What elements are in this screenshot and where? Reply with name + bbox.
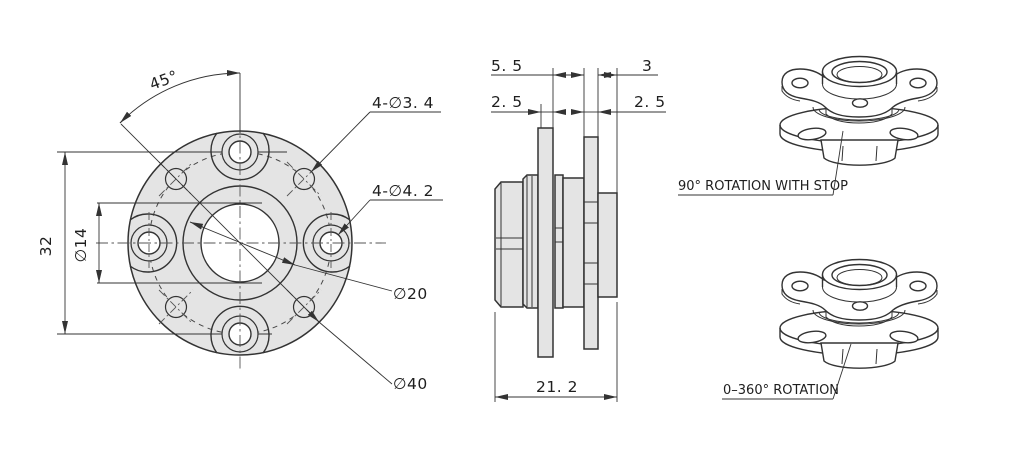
dim-3: 3	[642, 57, 652, 75]
angle-arc	[119, 72, 241, 124]
large-holes-dimension: 4-∅4. 2	[372, 182, 434, 200]
dim-5-5: 5. 5	[491, 57, 523, 75]
bore-dimension: ∅14	[72, 228, 90, 263]
hub-cap	[597, 192, 618, 298]
iso-label-bottom: 0–360° ROTATION	[722, 343, 852, 400]
iso-part-bottom	[779, 258, 939, 369]
dim-2-5-right: 2. 5	[634, 93, 666, 111]
collar	[522, 174, 539, 309]
label-0-360-rotation: 0–360° ROTATION	[723, 383, 839, 398]
label-90-rotation: 90° ROTATION WITH STOP	[678, 179, 848, 194]
dim-21-2: 21. 2	[536, 378, 578, 396]
hub-dimension: ∅20	[393, 285, 428, 303]
front-view: 45° 32 ∅14 ∅20 ∅40 4-∅3. 4 4-∅4. 2	[37, 67, 443, 393]
side-view: 5. 5 3 2. 5 2. 5 21. 2	[491, 57, 666, 402]
dim-2-5-left: 2. 5	[491, 93, 523, 111]
lobe-bottom	[210, 305, 270, 354]
bolt-circle-dimension: 32	[37, 236, 55, 257]
flange-plate-1	[537, 127, 554, 358]
flange-plate-2	[583, 136, 599, 350]
small-holes-dimension: 4-∅3. 4	[372, 94, 434, 112]
lobe-right	[302, 213, 351, 273]
iso-label-top: 90° ROTATION WITH STOP	[678, 130, 848, 196]
outer-diameter-dimension: ∅40	[393, 375, 428, 393]
angle-dimension: 45°	[147, 67, 180, 94]
hex-nut	[494, 181, 524, 308]
iso-part	[779, 55, 939, 166]
body-block	[562, 177, 585, 308]
